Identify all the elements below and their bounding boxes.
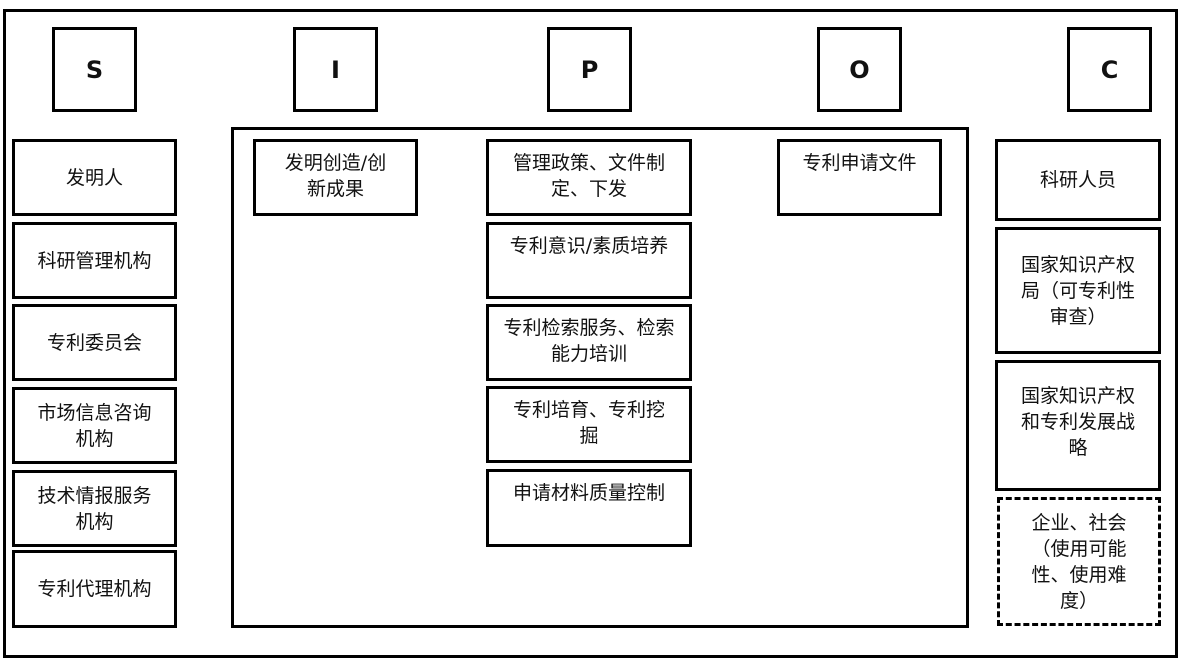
process-frame <box>231 127 969 628</box>
process-box: 管理政策、文件制定、下发 <box>486 139 692 216</box>
customer-box-dashed: 企业、社会（使用可能性、使用难度） <box>997 497 1161 626</box>
input-box: 发明创造/创新成果 <box>253 139 418 216</box>
process-box: 申请材料质量控制 <box>486 469 692 547</box>
supplier-box: 市场信息咨询机构 <box>12 387 177 464</box>
supplier-box: 技术情报服务机构 <box>12 470 177 547</box>
header-i: I <box>293 27 378 112</box>
supplier-box: 科研管理机构 <box>12 222 177 299</box>
process-box: 专利意识/素质培养 <box>486 222 692 299</box>
header-o: O <box>817 27 902 112</box>
supplier-box: 专利委员会 <box>12 304 177 381</box>
customer-box: 科研人员 <box>995 139 1161 221</box>
header-s: S <box>52 27 137 112</box>
process-box: 专利培育、专利挖掘 <box>486 386 692 463</box>
outer-frame <box>3 9 1178 658</box>
header-c: C <box>1067 27 1152 112</box>
customer-box: 国家知识产权和专利发展战略 <box>995 360 1161 491</box>
supplier-box: 发明人 <box>12 139 177 216</box>
customer-box: 国家知识产权局（可专利性审查） <box>995 227 1161 354</box>
supplier-box: 专利代理机构 <box>12 550 177 628</box>
output-box: 专利申请文件 <box>777 139 942 216</box>
header-p: P <box>547 27 632 112</box>
process-box: 专利检索服务、检索能力培训 <box>486 304 692 381</box>
